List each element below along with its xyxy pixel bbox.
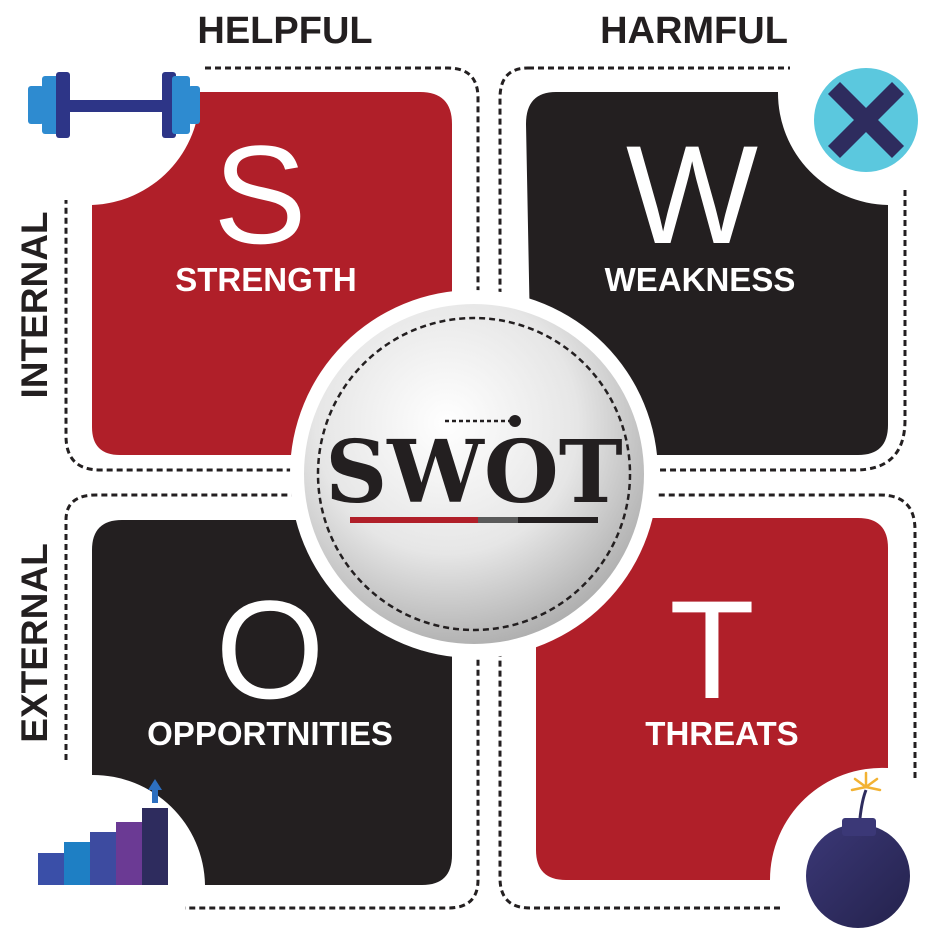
weakness-letter: W bbox=[626, 116, 758, 273]
swot-center-ball: SWOT bbox=[290, 290, 658, 658]
strength-label: STRENGTH bbox=[175, 261, 357, 298]
threats-label: THREATS bbox=[645, 715, 798, 752]
external-header: EXTERNAL bbox=[14, 543, 55, 742]
close-icon bbox=[814, 68, 918, 172]
dumbbell-icon bbox=[28, 72, 200, 138]
threats-block bbox=[536, 518, 888, 880]
swot-title: SWOT bbox=[325, 422, 623, 523]
harmful-header: HARMFUL bbox=[600, 10, 788, 52]
strength-letter: S bbox=[213, 116, 306, 273]
weakness-label: WEAKNESS bbox=[605, 261, 796, 298]
helpful-header: HELPFUL bbox=[197, 10, 372, 52]
threats-letter: T bbox=[669, 571, 755, 728]
title-dot-decoration bbox=[445, 415, 521, 427]
internal-header: INTERNAL bbox=[14, 211, 55, 398]
opportunities-label: OPPORTNITIES bbox=[147, 715, 393, 752]
title-underline bbox=[350, 517, 598, 523]
bomb-icon bbox=[806, 771, 910, 928]
opportunities-letter: O bbox=[216, 571, 325, 728]
growth-chart-icon bbox=[38, 779, 168, 885]
